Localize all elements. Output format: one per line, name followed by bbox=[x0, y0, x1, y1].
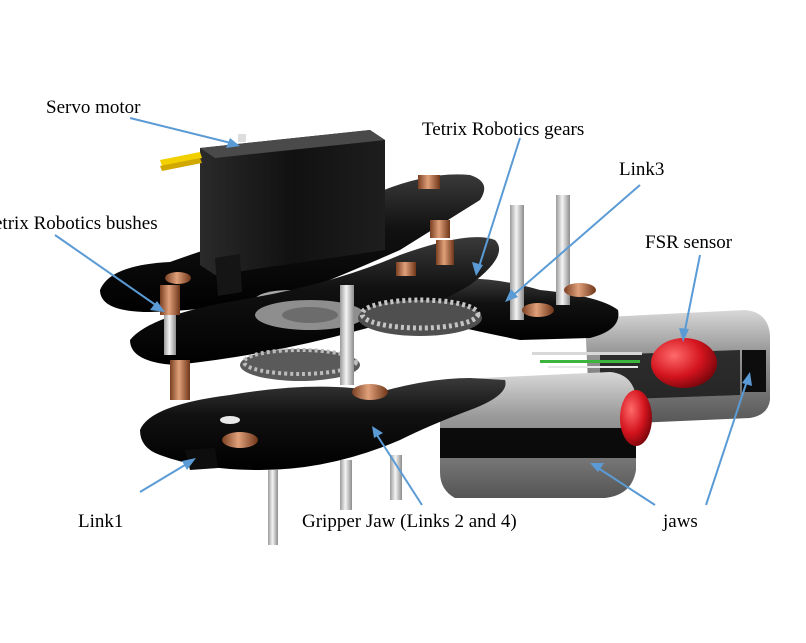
label-fsr-sensor: FSR sensor bbox=[645, 232, 733, 253]
fsr-sensor-front bbox=[620, 390, 652, 446]
label-jaws: jaws bbox=[663, 511, 698, 532]
servo-motor bbox=[160, 130, 385, 310]
link1 bbox=[185, 448, 218, 470]
gripper-jaw-plate bbox=[140, 272, 506, 470]
label-tetrix-bushes: etrix Robotics bushes bbox=[0, 213, 158, 234]
callout-arrows bbox=[54, 117, 752, 506]
fsr-sensor-back bbox=[651, 338, 717, 388]
label-servo-motor: Servo motor bbox=[46, 97, 141, 118]
support-rods-lower bbox=[268, 455, 402, 545]
label-link3: Link3 bbox=[619, 159, 665, 180]
label-tetrix-gears: Tetrix Robotics gears bbox=[422, 119, 585, 140]
jaw-block-front bbox=[440, 372, 636, 498]
label-link1: Link1 bbox=[78, 511, 124, 532]
tetrix-gears bbox=[240, 297, 482, 381]
tetrix-bushes bbox=[160, 175, 454, 400]
label-gripper-jaw: Gripper Jaw (Links 2 and 4) bbox=[302, 511, 517, 532]
